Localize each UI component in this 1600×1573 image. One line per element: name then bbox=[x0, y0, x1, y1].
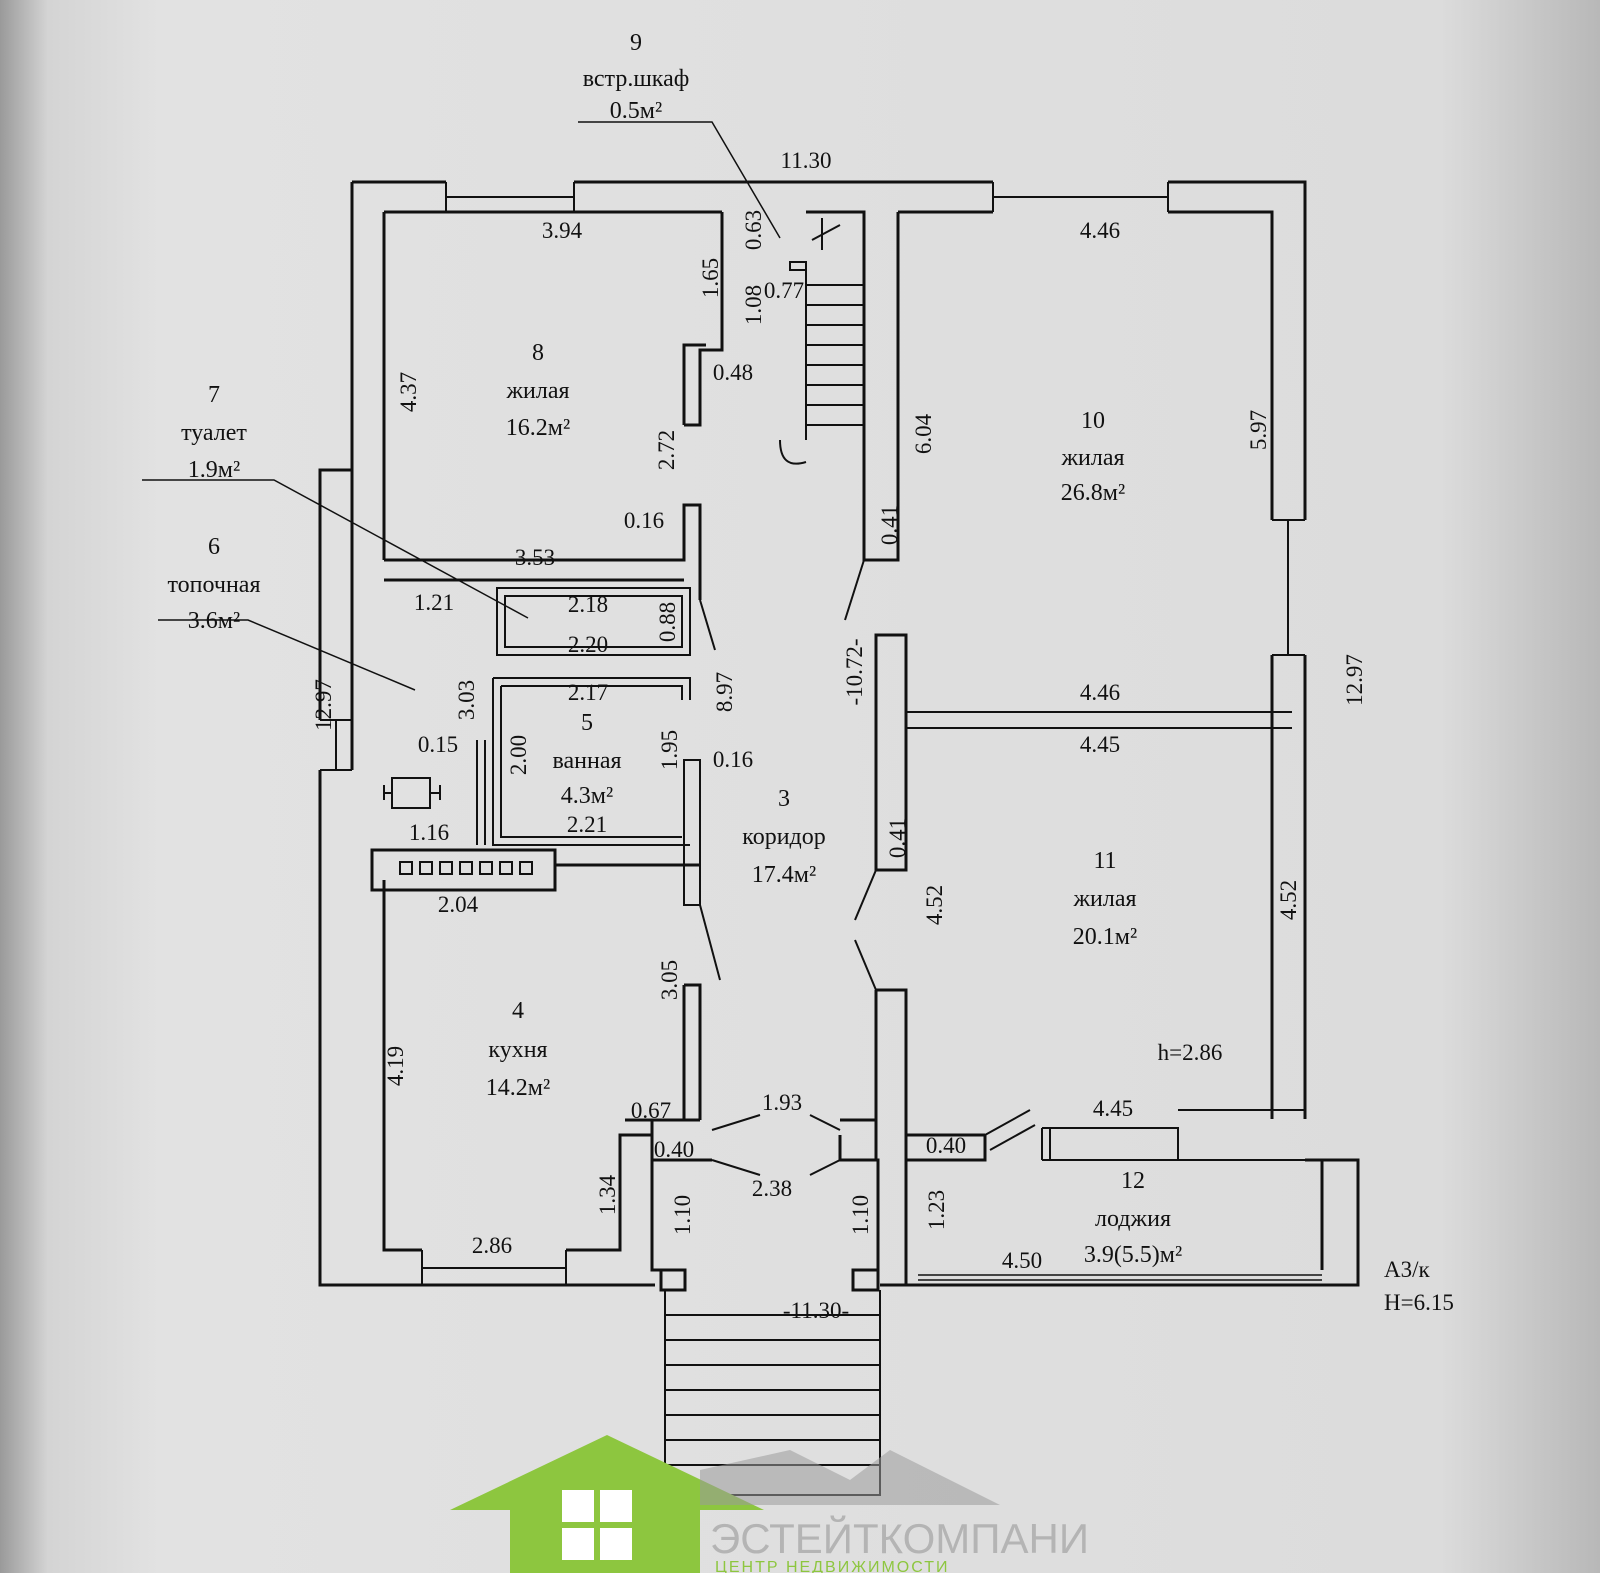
room-4-number: 4 bbox=[512, 998, 524, 1024]
room-3-number: 3 bbox=[778, 786, 790, 812]
dimension-label: 1.08 bbox=[741, 285, 766, 325]
room-7-name: туалет bbox=[181, 420, 247, 446]
dimension-label: 0.67 bbox=[631, 1098, 671, 1123]
room-3-name: коридор bbox=[742, 824, 826, 850]
room-6-number: 6 bbox=[208, 534, 220, 560]
dimension-label: 4.45 bbox=[1093, 1096, 1133, 1121]
dimension-label: 0.40 bbox=[926, 1133, 966, 1158]
dimension-label: 0.88 bbox=[655, 602, 680, 642]
dimension-label: 4.46 bbox=[1080, 680, 1120, 705]
room-8-area: 16.2м² bbox=[506, 415, 570, 441]
dimension-label: 2.00 bbox=[506, 735, 531, 775]
room-12-area: 3.9(5.5)м² bbox=[1084, 1242, 1182, 1268]
dimension-label: 1.23 bbox=[924, 1190, 949, 1230]
room-12-number: 12 bbox=[1121, 1168, 1145, 1194]
dimension-label: 2.18 bbox=[568, 592, 608, 617]
stamp-line-1: А3/к bbox=[1384, 1257, 1431, 1282]
dimension-label: 8.97 bbox=[712, 672, 737, 712]
room-12-name: лоджия bbox=[1095, 1206, 1171, 1232]
dimension-label: 3.05 bbox=[657, 960, 682, 1000]
dimension-label: 2.20 bbox=[568, 632, 608, 657]
dimension-label: 1.10 bbox=[848, 1195, 873, 1235]
dimension-label: 0.48 bbox=[713, 360, 753, 385]
dimension-label: 4.37 bbox=[396, 372, 421, 412]
dimension-label: 12.97 bbox=[1342, 654, 1367, 706]
room-7-number: 7 bbox=[208, 382, 220, 408]
dimension-label: 3.03 bbox=[454, 680, 479, 720]
room-6-name: топочная bbox=[168, 572, 261, 598]
dimension-label: 0.40 bbox=[654, 1137, 694, 1162]
room-4-name: кухня bbox=[488, 1037, 547, 1063]
room-11-name: жилая bbox=[1072, 886, 1136, 912]
room-9-number: 9 bbox=[630, 30, 642, 56]
dimension-label: 0.41 bbox=[885, 818, 910, 858]
dimension-label: 2.21 bbox=[567, 812, 607, 837]
dimension-label: 0.16 bbox=[713, 747, 753, 772]
logo-tagline: ЦЕНТР НЕДВИЖИМОСТИ bbox=[715, 1559, 950, 1573]
ceiling-height-label: h=2.86 bbox=[1158, 1040, 1223, 1065]
room-10-name: жилая bbox=[1060, 445, 1124, 471]
room-5-number: 5 bbox=[581, 710, 593, 736]
room-labels: 3 коридор 17.4м² 4 кухня 14.2м² 5 ванная… bbox=[168, 30, 1183, 1268]
dimension-label: 2.04 bbox=[438, 892, 479, 917]
dimension-label: 0.41 bbox=[877, 505, 902, 545]
dimension-label: 12.97 bbox=[311, 679, 336, 731]
company-logo: ЭСТЕЙТКОМПАНИ ЦЕНТР НЕДВИЖИМОСТИ bbox=[450, 1435, 1089, 1573]
room-10-area: 26.8м² bbox=[1061, 480, 1125, 506]
dimension-label: 4.46 bbox=[1080, 218, 1120, 243]
dimension-label: 1.93 bbox=[762, 1090, 802, 1115]
dimension-label: -11.30- bbox=[783, 1298, 849, 1323]
dimension-label: 1.21 bbox=[414, 590, 454, 615]
dimension-label: 4.52 bbox=[922, 885, 947, 925]
room-11-area: 20.1м² bbox=[1073, 924, 1137, 950]
dimension-label: 4.19 bbox=[383, 1046, 408, 1086]
dimension-label: 2.86 bbox=[472, 1233, 512, 1258]
dimension-label: 3.53 bbox=[515, 545, 555, 570]
walls bbox=[142, 121, 1360, 1292]
dimension-label: 4.45 bbox=[1080, 732, 1120, 757]
dimension-label: 3.94 bbox=[542, 218, 583, 243]
room-5-area: 4.3м² bbox=[561, 783, 613, 809]
dimension-label: 2.38 bbox=[752, 1176, 792, 1201]
dimension-label: 2.72 bbox=[654, 430, 679, 470]
dimension-label: 4.52 bbox=[1276, 880, 1301, 920]
dimension-label: 1.34 bbox=[595, 1174, 620, 1215]
room-8-number: 8 bbox=[532, 340, 544, 366]
chimney-blocks bbox=[399, 861, 533, 875]
room-10-number: 10 bbox=[1081, 408, 1105, 434]
stamp-line-2: Н=6.15 bbox=[1384, 1290, 1454, 1315]
dimension-label: 1.10 bbox=[670, 1195, 695, 1235]
dimension-labels: 11.30 3.94 4.46 1.65 0.63 1.08 0.77 0.48… bbox=[311, 148, 1367, 1323]
dimension-label: -10.72- bbox=[842, 638, 867, 705]
room-3-area: 17.4м² bbox=[752, 862, 816, 888]
dimension-label: 11.30 bbox=[781, 148, 832, 173]
room-7-area: 1.9м² bbox=[188, 457, 240, 483]
room-9-name: встр.шкаф bbox=[583, 66, 690, 92]
dimension-label: 0.77 bbox=[764, 278, 804, 303]
room-9-area: 0.5м² bbox=[610, 98, 662, 124]
room-8-name: жилая bbox=[505, 378, 569, 404]
dimension-label: 5.97 bbox=[1246, 410, 1271, 450]
dimension-label: 0.15 bbox=[418, 732, 458, 757]
logo-name: ЭСТЕЙТКОМПАНИ bbox=[710, 1514, 1089, 1562]
dimension-label: 1.16 bbox=[409, 820, 449, 845]
room-6-area: 3.6м² bbox=[188, 608, 240, 634]
dimension-label: 4.50 bbox=[1002, 1248, 1042, 1273]
room-5-name: ванная bbox=[552, 748, 621, 774]
dimension-label: 2.17 bbox=[568, 680, 608, 705]
room-11-number: 11 bbox=[1093, 848, 1116, 874]
dimension-label: 1.95 bbox=[657, 730, 682, 770]
dimension-label: 1.65 bbox=[698, 258, 723, 298]
dimension-label: 0.16 bbox=[624, 508, 664, 533]
dimension-label: 6.04 bbox=[911, 413, 936, 454]
dimension-label: 0.63 bbox=[741, 210, 766, 250]
room-4-area: 14.2м² bbox=[486, 1075, 550, 1101]
